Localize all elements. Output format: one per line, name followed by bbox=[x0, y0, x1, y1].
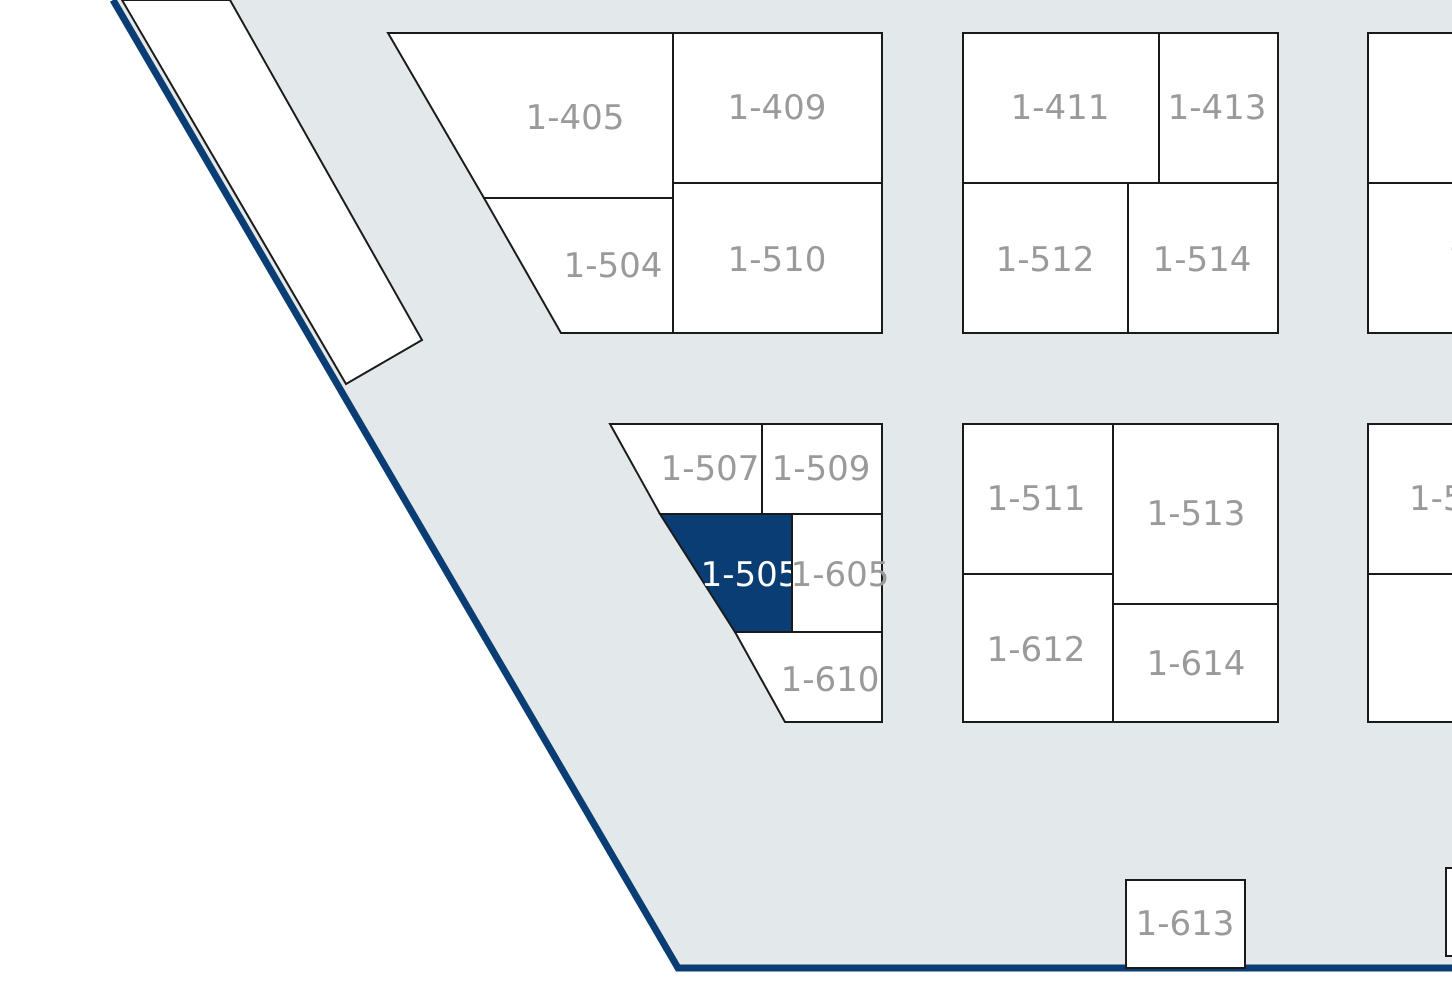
booth-1-613[interactable] bbox=[1125, 879, 1246, 969]
booth-partial-lower-right[interactable] bbox=[1367, 423, 1452, 575]
booth-1-511[interactable] bbox=[962, 423, 1114, 575]
booth-1-610[interactable] bbox=[733, 631, 883, 723]
booth-partial-bottom-right[interactable] bbox=[1367, 573, 1452, 723]
booth-1-409[interactable] bbox=[672, 32, 883, 184]
booth-partial-top-right[interactable] bbox=[1367, 32, 1452, 184]
booth-1-509[interactable] bbox=[761, 423, 883, 515]
booth-1-512[interactable] bbox=[962, 182, 1129, 334]
booth-1-513[interactable] bbox=[1112, 423, 1279, 605]
booth-1-413[interactable] bbox=[1158, 32, 1279, 184]
booth-1-614[interactable] bbox=[1112, 603, 1279, 723]
entrance-corridor bbox=[120, 0, 424, 386]
booth-1-510[interactable] bbox=[672, 182, 883, 334]
booth-1-411[interactable] bbox=[962, 32, 1160, 184]
booth-partial-bottom-edge[interactable] bbox=[1445, 867, 1452, 957]
booth-1-514[interactable] bbox=[1127, 182, 1279, 334]
booth-partial-mid-right[interactable] bbox=[1367, 182, 1452, 334]
booth-1-612[interactable] bbox=[962, 573, 1114, 723]
booth-1-605[interactable] bbox=[791, 513, 883, 633]
